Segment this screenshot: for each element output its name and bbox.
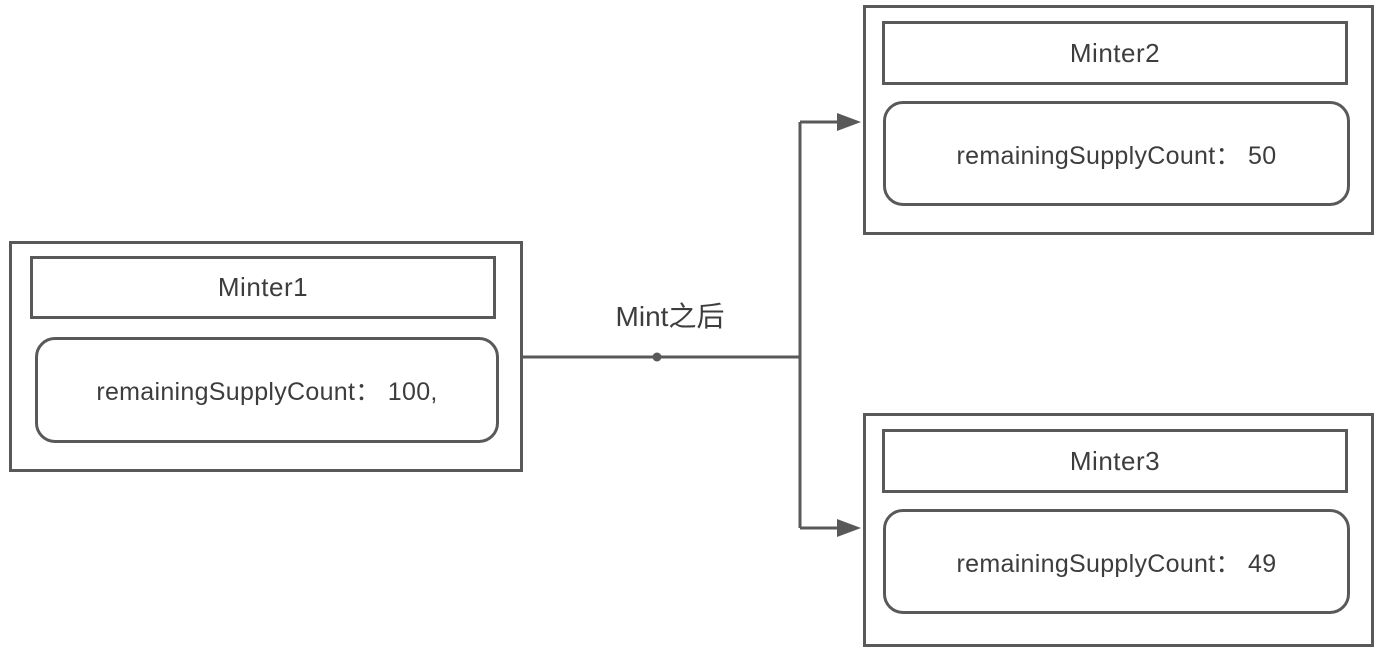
node-minter2: Minter2 remainingSupplyCount： 50: [863, 5, 1374, 235]
edge-junction-dot: [652, 352, 662, 362]
node-minter1-body: remainingSupplyCount： 100,: [35, 337, 499, 443]
node-minter3-title: Minter3: [882, 429, 1348, 493]
node-minter3: Minter3 remainingSupplyCount： 49: [863, 413, 1374, 647]
node-minter3-body: remainingSupplyCount： 49: [883, 509, 1350, 614]
edge-label-mint: Mint之后: [595, 301, 745, 333]
arrowhead-to-minter3-icon: [837, 519, 861, 537]
node-minter2-title: Minter2: [882, 21, 1348, 85]
node-minter1-title: Minter1: [30, 256, 496, 319]
node-minter2-body: remainingSupplyCount： 50: [883, 101, 1350, 206]
node-minter1: Minter1 remainingSupplyCount： 100,: [9, 241, 523, 472]
arrowhead-to-minter2-icon: [837, 113, 861, 131]
